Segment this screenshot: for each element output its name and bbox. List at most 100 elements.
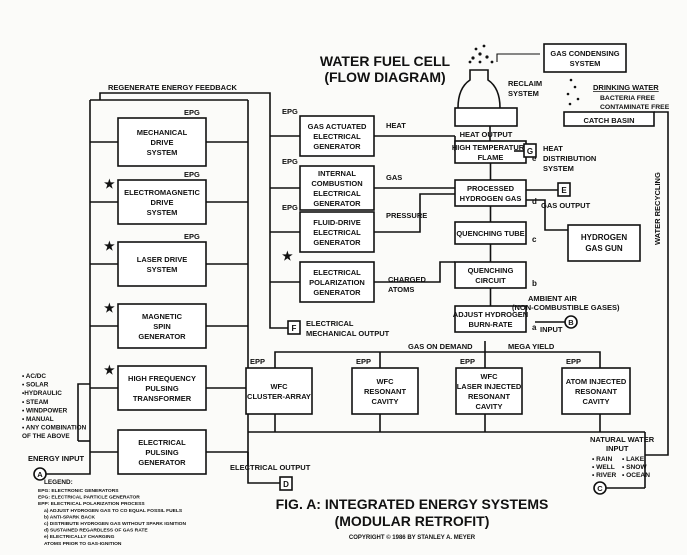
- wfc-unit-3-epp: EPP: [460, 357, 475, 366]
- wfc-unit-3-line-1: WFC: [480, 372, 498, 381]
- left-box-4-line-3: GENERATOR: [138, 332, 186, 341]
- chain-box-2-line-1: PROCESSED: [467, 184, 515, 193]
- marker-b-circle: [564, 315, 578, 329]
- left-box-4-line-2: SPIN: [153, 322, 171, 331]
- legend-item-1: EPG: ELECTRONIC GENERATORS: [38, 488, 119, 494]
- marker-b: B: [568, 318, 574, 327]
- energy-source-7: • ANY COMBINATION: [22, 425, 87, 432]
- heat-dist-line2: DISTRIBUTION: [543, 154, 596, 163]
- marker-f: F: [292, 324, 297, 333]
- natural-water-snow: • SNOW: [622, 464, 647, 471]
- mega-yield-label: MEGA YIELD: [508, 342, 555, 351]
- natural-water-title1: NATURAL WATER: [590, 435, 655, 444]
- generator-4-line-1: ELECTRICAL: [313, 268, 361, 277]
- fig-title-line2: (MODULAR RETROFIT): [335, 513, 490, 529]
- legend-item-3: EPP: ELECTRICAL POLARIZATION PROCESS: [38, 501, 145, 507]
- wfc-unit-4: [561, 367, 631, 415]
- wfc-unit-1-line-2: CLUSTER-ARRAY: [247, 392, 311, 401]
- hydrogen-gun-line1: HYDROGEN: [581, 233, 627, 242]
- gun-line: [526, 199, 568, 231]
- chain-letter-a: a: [532, 323, 537, 332]
- electrical-output-d-label: ELECTRICAL OUTPUT: [230, 463, 311, 472]
- chain-box-2-line-2: HYDROGEN GAS: [460, 194, 522, 203]
- reclaim-line2: SYSTEM: [508, 89, 539, 98]
- wfc-unit-2-epp: EPP: [356, 357, 371, 366]
- chain-box-1-line-2: FLAME: [478, 153, 504, 162]
- wfc-unit-1-epp: EPP: [250, 357, 265, 366]
- energy-source-3: •HYDRAULIC: [22, 390, 62, 397]
- energy-source-1: • AC/DC: [22, 373, 46, 380]
- gas-condensing-line2: SYSTEM: [570, 59, 601, 68]
- left-box-2-line-2: DRIVE: [151, 198, 174, 207]
- marker-g-box: [523, 143, 537, 158]
- legend-item-4: a) ADJUST HYDROGEN GAS TO CO EQUAL FOSSI…: [44, 508, 183, 514]
- diagram-title-line1: WATER FUEL CELL: [320, 53, 451, 69]
- gas-output-label: GAS OUTPUT: [541, 201, 591, 210]
- drinking-water-item-2: CONTAMINATE FREE: [600, 104, 670, 111]
- energy-source-6: • MANUAL: [22, 416, 54, 423]
- link-atoms: ATOMS: [388, 285, 414, 294]
- marker-e: E: [561, 186, 567, 195]
- link-heat: HEAT: [386, 121, 406, 130]
- chain-box-4: [454, 261, 527, 289]
- electrical-d-line: [247, 452, 280, 484]
- diagram-title-line2: (FLOW DIAGRAM): [324, 69, 445, 85]
- left-box-1-line-3: SYSTEM: [147, 148, 178, 157]
- generator-1-tag: EPG: [282, 107, 298, 116]
- left-box-5-line-2: PULSING: [145, 384, 179, 393]
- legend-item-5: b) ANTI-SPARK BACK: [44, 514, 96, 520]
- chain-box-5-line-2: BURN-RATE: [468, 320, 512, 329]
- generator-2-line-4: GENERATOR: [313, 199, 361, 208]
- marker-c: C: [597, 484, 603, 493]
- wfc-unit-4-epp: EPP: [566, 357, 581, 366]
- feedback-label: REGENERATE ENERGY FEEDBACK: [108, 83, 237, 92]
- input-label: INPUT: [540, 325, 563, 334]
- generator-2-tag: EPG: [282, 157, 298, 166]
- source-line: [77, 383, 90, 441]
- chain-box-1-line-1: HIGH TEMPERATURE: [452, 143, 529, 152]
- generator-4: [299, 261, 375, 303]
- ambient-air-line1: AMBIENT AIR: [528, 294, 577, 303]
- generator-4-line-2: POLARIZATION: [309, 278, 365, 287]
- legend-item-7: d) SUSTAINED REGARDLESS OF GAS RATE: [44, 528, 148, 534]
- generator-2-line-2: COMBUSTION: [311, 179, 362, 188]
- left-box-6-line-2: PULSING: [145, 448, 179, 457]
- legend-item-9: ATOMS PRIOR TO GAS-IGNITION: [44, 541, 122, 547]
- link-charged: CHARGED: [388, 275, 427, 284]
- left-box-5-star: ★: [104, 363, 115, 377]
- generator-1-line-2: ELECTRICAL: [313, 132, 361, 141]
- generator-1-line-3: GENERATOR: [313, 142, 361, 151]
- drinking-water-item-1: BACTERIA FREE: [600, 95, 655, 102]
- chain-letter-b: b: [532, 279, 537, 288]
- natural-water-well: • WELL: [592, 464, 615, 471]
- left-box-5-line-3: TRANSFORMER: [133, 394, 192, 403]
- heat-output-box: [454, 107, 518, 127]
- natural-water-river: • RIVER: [592, 472, 617, 479]
- energy-source-2: • SOLAR: [22, 382, 49, 389]
- natural-water-rain: • RAIN: [592, 456, 612, 463]
- left-box-1-line-2: DRIVE: [151, 138, 174, 147]
- generator-4-line-3: GENERATOR: [313, 288, 361, 297]
- energy-source-5: • WINDPOWER: [22, 407, 68, 414]
- generator-2: [299, 165, 375, 211]
- chain-box-5: [454, 305, 527, 333]
- wfc-unit-3-line-2: LASER INJECTED: [457, 382, 522, 391]
- marker-f-box: [287, 320, 301, 335]
- wfc-unit-1-line-1: WFC: [270, 382, 288, 391]
- pressure-link: [374, 193, 455, 233]
- left-box-5-line-1: HIGH FREQUENCY: [128, 374, 196, 383]
- marker-d: D: [283, 480, 289, 489]
- generator-4-tag: ★: [282, 249, 293, 263]
- energy-input-label: ENERGY INPUT: [28, 454, 85, 463]
- hydrogen-gun-line2: GAS GUN: [585, 244, 623, 253]
- reclaim-line: [496, 53, 540, 62]
- chain-box-4-line-2: CIRCUIT: [475, 276, 506, 285]
- generator-3-line-3: GENERATOR: [313, 238, 361, 247]
- water-recycling-label: WATER RECYCLING: [653, 172, 662, 245]
- generator-3-line-1: FLUID-DRIVE: [313, 218, 361, 227]
- copyright: COPYRIGHT © 1986 BY STANLEY A. MEYER: [349, 534, 476, 541]
- heat-dist-line3: SYSTEM: [543, 164, 574, 173]
- marker-d-box: [279, 476, 293, 491]
- catch-basin-box: [563, 111, 655, 127]
